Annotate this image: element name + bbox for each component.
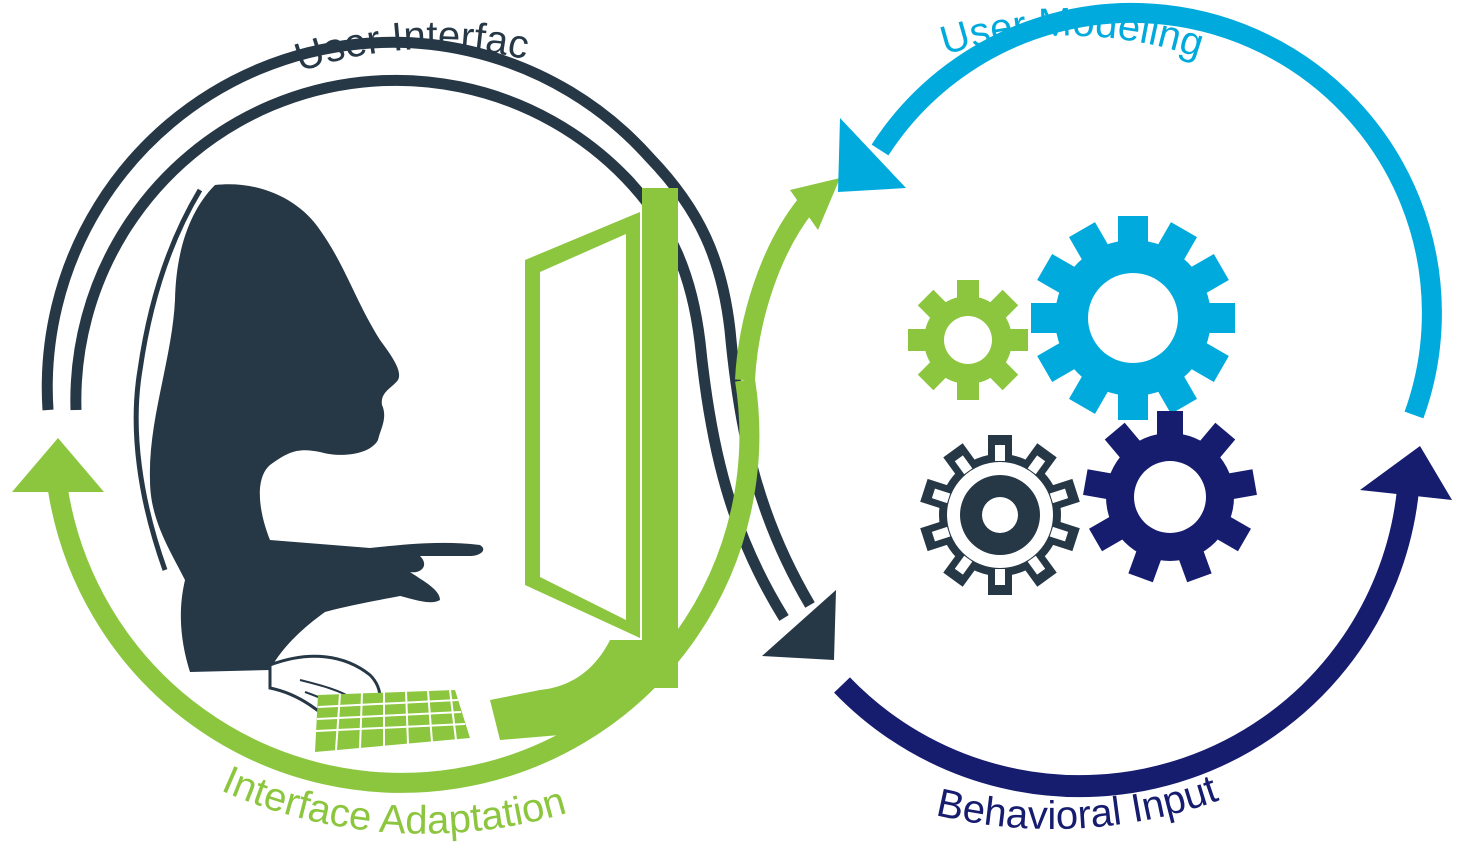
user-interface-arrowhead-icon — [762, 590, 836, 660]
gears-icon — [908, 216, 1257, 595]
behavioral-input-arrow — [834, 446, 1452, 798]
user-silhouette-icon — [133, 184, 484, 672]
keyboard-icon — [315, 689, 470, 752]
user-modeling-arrow — [838, 2, 1442, 419]
blue-gear-icon — [1031, 216, 1235, 420]
interface-adaptation-arrow — [12, 378, 760, 793]
outline-gear-icon — [920, 435, 1080, 595]
user-modeling-arrowhead-icon — [838, 118, 906, 192]
interface-adaptation-arrowhead-icon — [12, 438, 104, 492]
computer-monitor-icon — [490, 188, 678, 740]
adaptation-crossing-curve — [735, 178, 840, 381]
navy-gear-icon — [1083, 411, 1257, 583]
green-gear-icon — [908, 280, 1028, 400]
behavioral-input-arrowhead-icon — [1360, 446, 1452, 500]
